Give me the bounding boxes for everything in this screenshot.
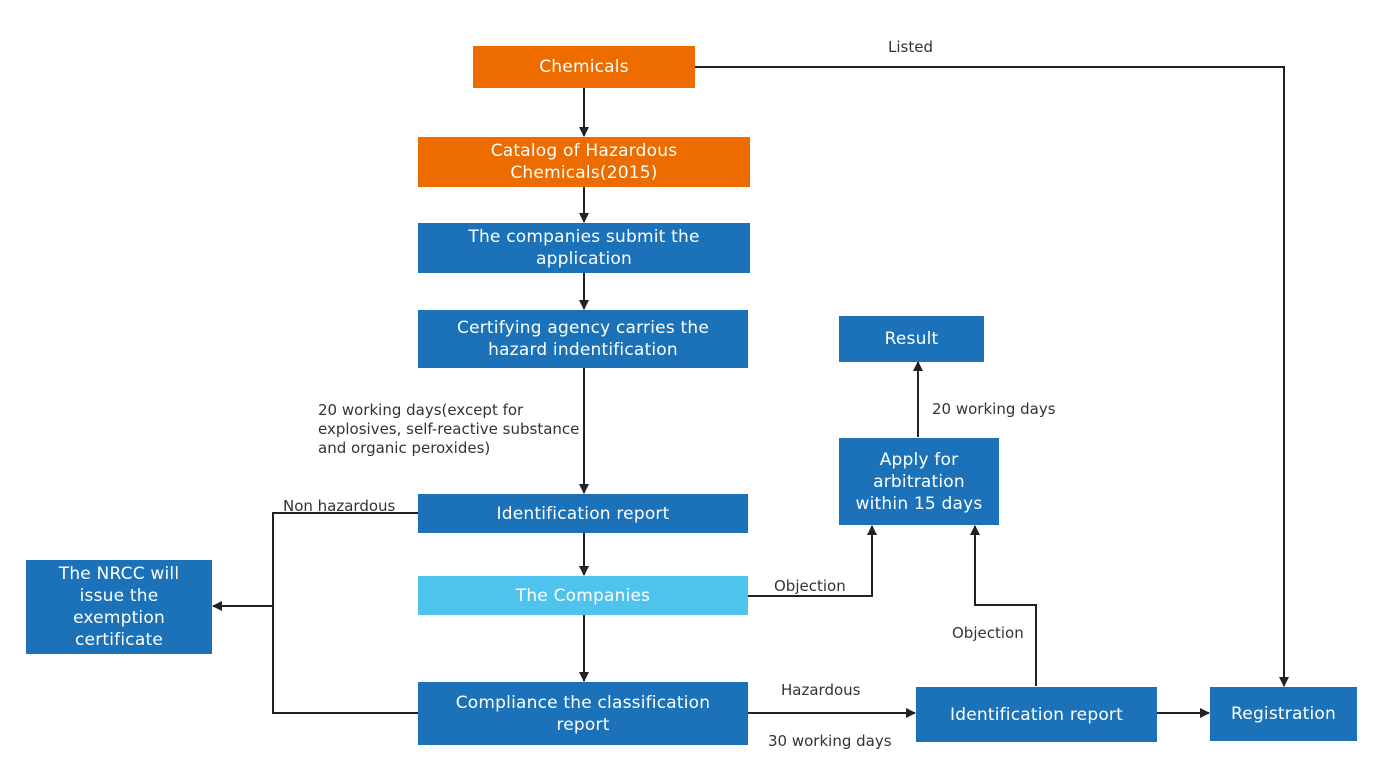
node-chemicals: Chemicals — [473, 46, 695, 88]
edge-companies-arbitration — [748, 525, 877, 597]
node-identification-report: Identification report — [418, 494, 748, 533]
edge-report2-arbitration — [970, 525, 1037, 686]
node-submit-label: The companies submit the application — [468, 227, 700, 269]
label-listed: Listed — [888, 38, 933, 56]
node-nrcc-label: The NRCC will issue the exemption certif… — [58, 564, 180, 650]
node-registration: Registration — [1210, 687, 1357, 741]
node-result-label: Result — [884, 329, 939, 349]
node-arbitration-label: Apply for arbitration within 15 days — [855, 449, 983, 514]
node-registration-label: Registration — [1231, 704, 1336, 724]
label-thirty-days: 30 working days — [768, 732, 892, 750]
label-objection-2: Objection — [952, 624, 1024, 642]
node-chemicals-label: Chemicals — [539, 57, 629, 77]
node-catalog: Catalog of Hazardous Chemicals(2015) — [418, 137, 750, 187]
node-compliance-label: Compliance the classification report — [455, 692, 711, 735]
node-arbitration: Apply for arbitration within 15 days — [839, 438, 999, 525]
label-hazardous: Hazardous — [781, 681, 861, 699]
node-certifying-label: Certifying agency carries the hazard ind… — [457, 318, 709, 360]
node-identification-report-label: Identification report — [496, 503, 670, 524]
node-nrcc: The NRCC will issue the exemption certif… — [26, 560, 212, 654]
node-compliance: Compliance the classification report — [418, 682, 748, 745]
node-result: Result — [839, 316, 984, 362]
node-submit: The companies submit the application — [418, 223, 750, 273]
label-twenty-days: 20 working days — [932, 400, 1056, 418]
edge-chemicals-registration — [695, 66, 1289, 687]
node-identification-report-2: Identification report — [916, 687, 1157, 742]
edge-report-nrcc — [272, 512, 418, 714]
node-companies: The Companies — [418, 576, 748, 615]
node-catalog-label: Catalog of Hazardous Chemicals(2015) — [490, 141, 678, 183]
label-non-hazardous: Non hazardous — [283, 497, 396, 515]
node-certifying: Certifying agency carries the hazard ind… — [418, 310, 748, 368]
node-companies-label: The Companies — [515, 585, 651, 606]
node-identification-report-2-label: Identification report — [950, 704, 1123, 725]
label-objection-1: Objection — [774, 577, 846, 595]
label-twenty-days-except: 20 working days(except for explosives, s… — [318, 401, 580, 457]
